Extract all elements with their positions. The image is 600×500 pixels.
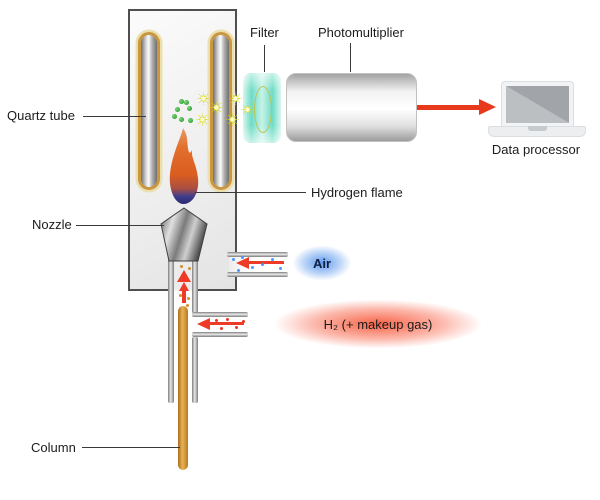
nozzle	[160, 207, 208, 262]
filter-leader-line	[264, 45, 265, 72]
quartz-tube-left	[138, 32, 160, 190]
air-inlet-pipe-top	[227, 252, 288, 257]
sample-arrow-shaft	[182, 290, 186, 303]
quartz-tube-label: Quartz tube	[7, 108, 75, 123]
h2-arrow-shaft	[209, 322, 244, 325]
h2-arrow-head	[197, 318, 210, 330]
column-leader-line	[82, 447, 180, 448]
h2-molecule-dot	[225, 317, 229, 321]
quartz-tube-leader-line	[83, 116, 146, 117]
h2-inlet-pipe-bottom	[192, 332, 248, 337]
photomultiplier-body	[286, 73, 417, 142]
hydrogen-flame	[169, 128, 199, 204]
nozzle-label: Nozzle	[32, 217, 72, 232]
filter-lens-ellipse	[254, 86, 272, 133]
sample-arrow-head	[177, 270, 191, 282]
hydrogen-flame-label: Hydrogen flame	[311, 185, 403, 200]
column-label: Column	[31, 440, 76, 455]
burner-tube-wall-right-upper	[192, 258, 198, 313]
sample-arrow-chevron	[179, 282, 189, 291]
burner-tube-wall-left	[168, 258, 174, 403]
column-rod	[178, 306, 188, 470]
air-inlet-pipe-bottom	[227, 272, 288, 277]
nozzle-leader-line	[76, 225, 164, 226]
air-label-text: Air	[312, 255, 332, 271]
h2-molecule-dot	[219, 326, 223, 330]
photomultiplier-leader-line	[350, 43, 351, 72]
h2-molecule-dot	[234, 325, 238, 329]
signal-arrow-head	[479, 99, 496, 115]
h2-label-text: H₂ (+ makeup gas)	[323, 316, 433, 332]
air-arrow-head	[236, 257, 249, 269]
burner-tube-wall-right-lower	[192, 337, 198, 403]
laptop-display	[506, 86, 569, 123]
air-gas-label: Air	[292, 245, 352, 281]
filter-label: Filter	[250, 25, 279, 40]
signal-arrow-shaft	[417, 105, 480, 110]
h2-inlet-pipe-top	[192, 312, 248, 317]
laptop-notch	[528, 126, 547, 131]
air-arrow-shaft	[248, 261, 284, 264]
quartz-tube-right	[210, 32, 232, 190]
hydrogen-flame-leader-line	[195, 192, 306, 193]
data-processor-label: Data processor	[491, 142, 581, 157]
h2-gas-label: H₂ (+ makeup gas)	[272, 299, 484, 349]
photomultiplier-label: Photomultiplier	[318, 25, 404, 40]
